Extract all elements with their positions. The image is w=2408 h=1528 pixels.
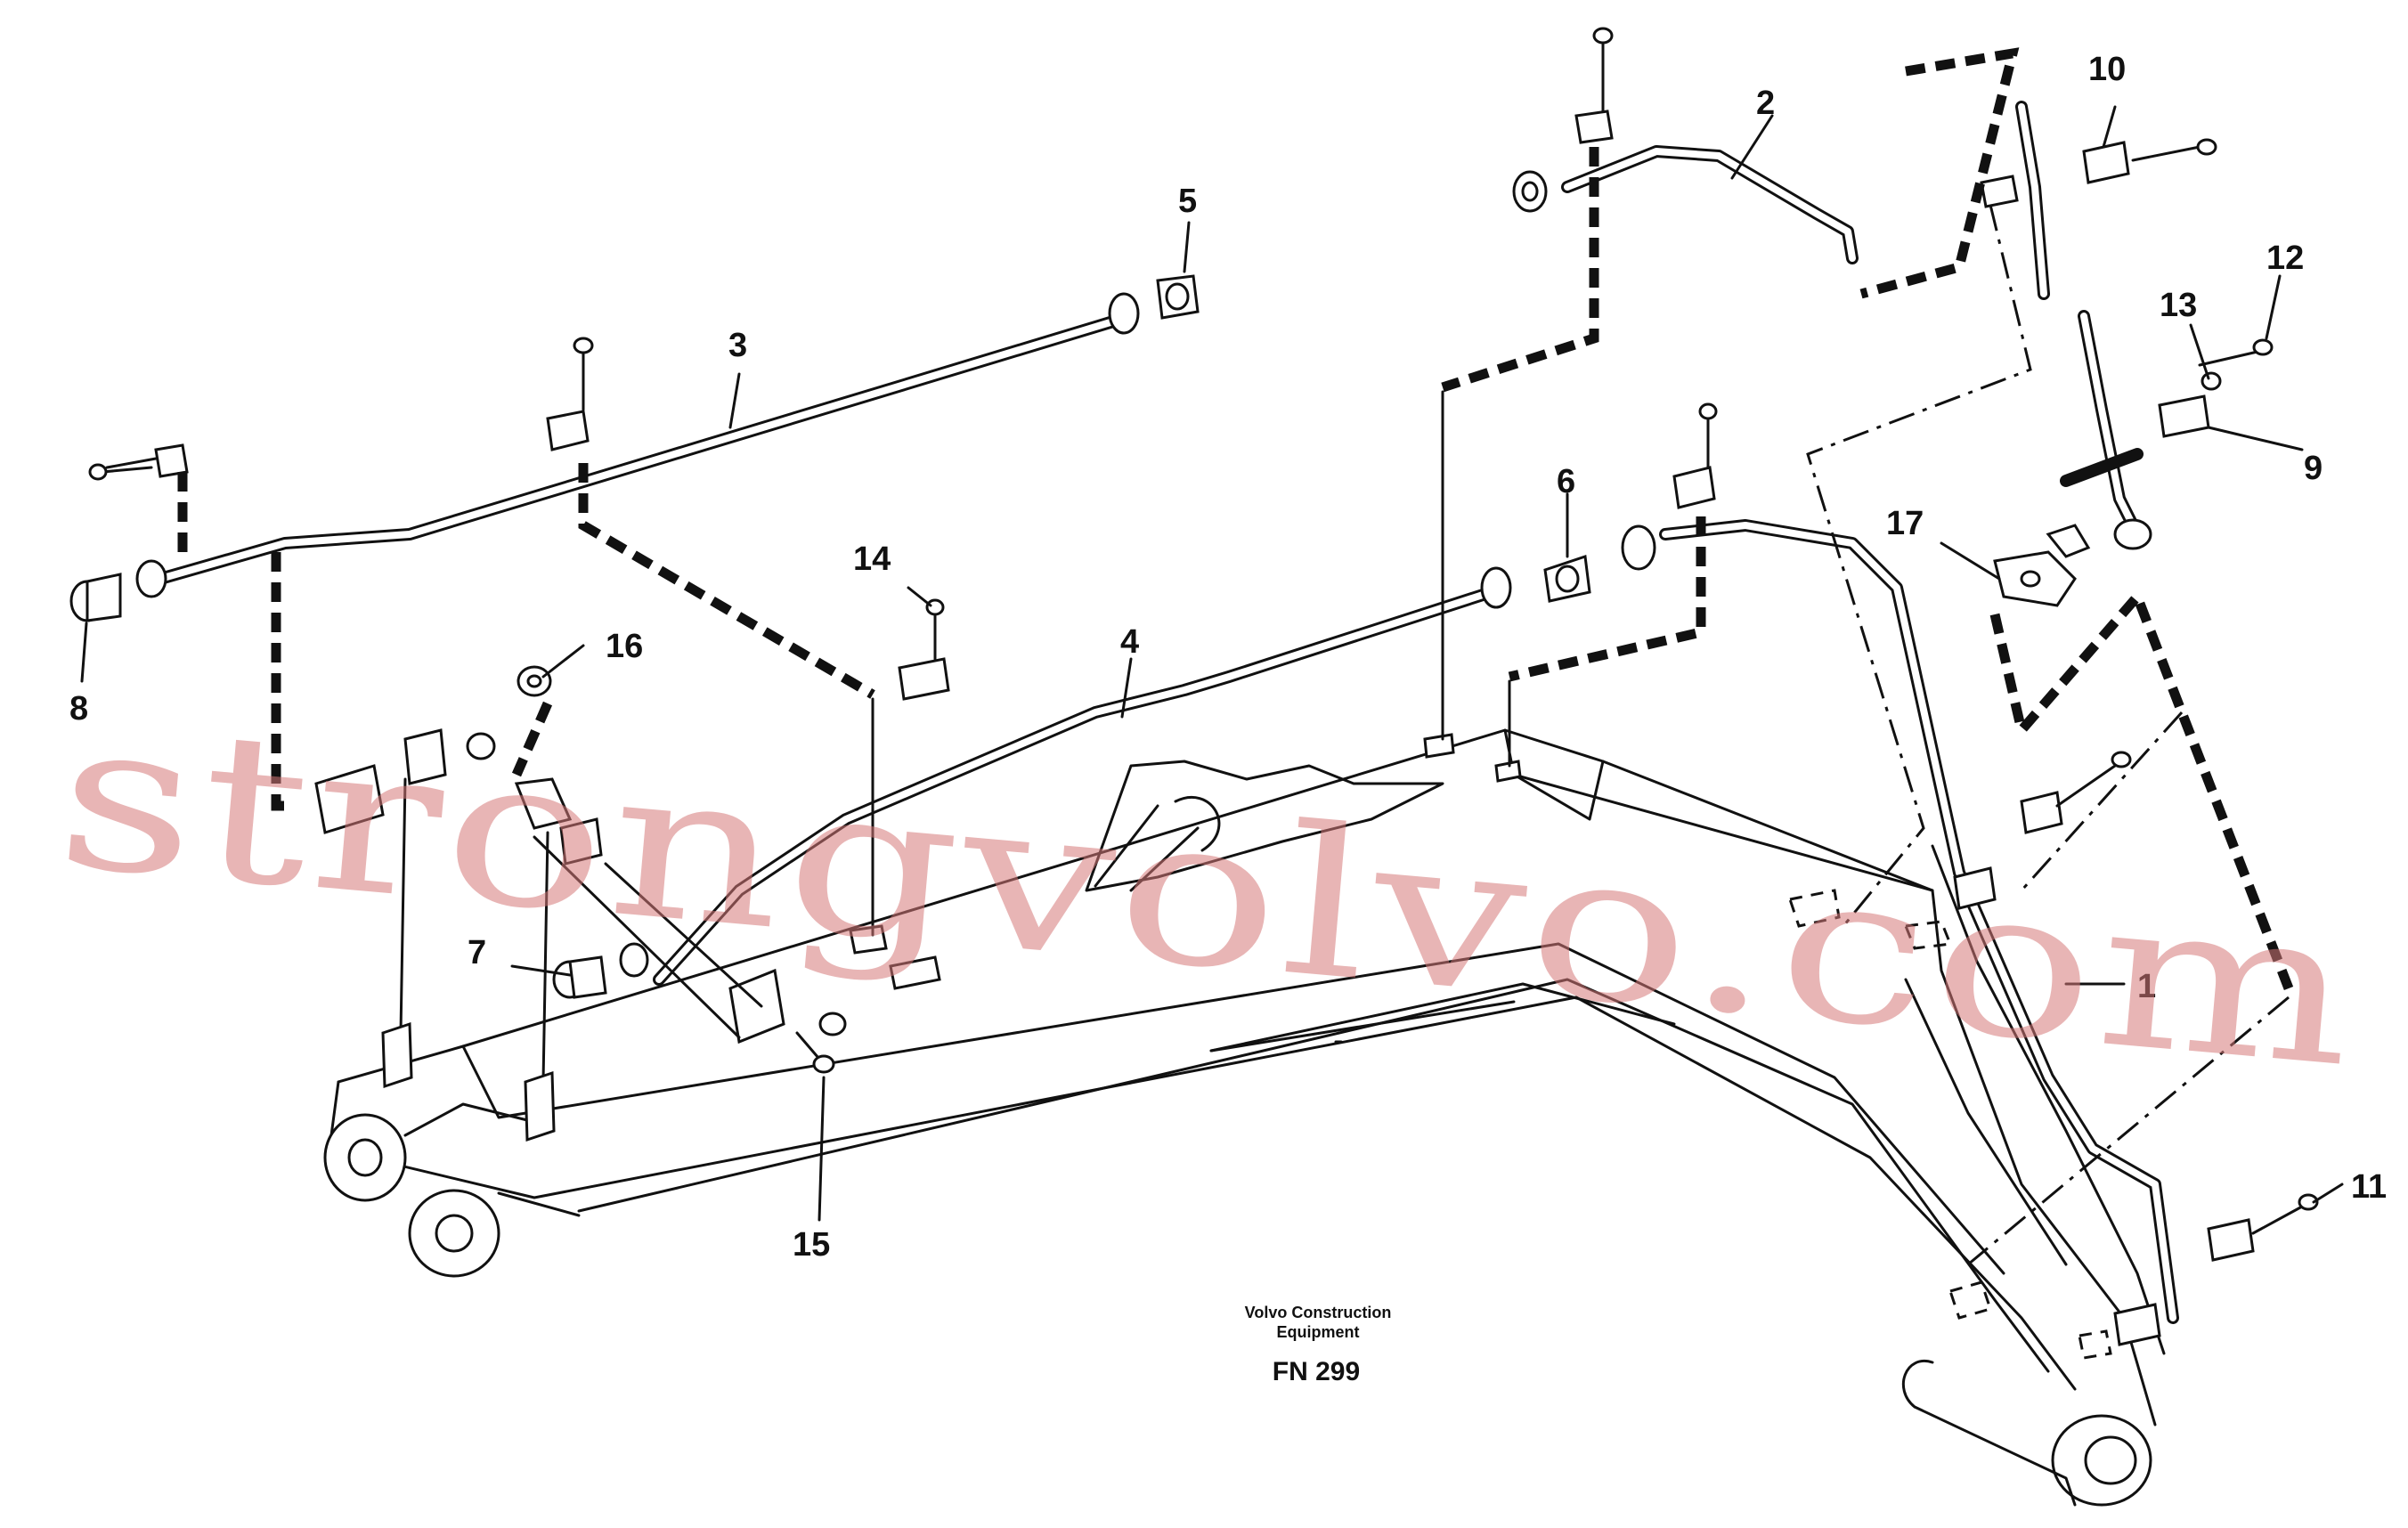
pipe-1 xyxy=(1659,519,2179,1324)
routing-lines xyxy=(177,47,2294,1266)
callout-7: 7 xyxy=(468,934,486,971)
fitting-near-2 xyxy=(1512,170,1548,213)
callout-4: 4 xyxy=(1120,623,1139,661)
callout-1: 1 xyxy=(2137,968,2156,1005)
callout-15: 15 xyxy=(793,1226,830,1264)
footer-code: FN 299 xyxy=(1273,1357,1360,1386)
cap-8 xyxy=(69,559,167,622)
boom-body xyxy=(323,728,2166,1507)
footer-line1: Volvo Construction xyxy=(1245,1304,1392,1321)
callout-14: 14 xyxy=(853,540,891,578)
footer: Volvo Construction Equipment FN 299 xyxy=(1245,1304,1392,1386)
nut-16 xyxy=(517,665,552,697)
pipe-4 xyxy=(653,581,1511,986)
leader-lines xyxy=(80,105,2344,1222)
callout-5: 5 xyxy=(1178,183,1197,220)
pipe-3 xyxy=(154,310,1137,585)
clamps xyxy=(88,27,2319,1346)
cap-7 xyxy=(552,942,649,999)
callout-16: 16 xyxy=(606,628,643,665)
callout-12: 12 xyxy=(2266,240,2304,277)
callout-2: 2 xyxy=(1756,85,1775,122)
callout-9: 9 xyxy=(2304,450,2323,487)
callout-11: 11 xyxy=(2351,1168,2387,1206)
callout-13: 13 xyxy=(2160,287,2197,324)
callout-labels: 1 2 3 4 5 6 7 8 9 10 11 12 13 14 15 16 1… xyxy=(69,51,2387,1264)
footer-line2: Equipment xyxy=(1277,1323,1360,1341)
fitting-6 xyxy=(1480,524,1656,609)
pipe-2 xyxy=(1561,145,1859,264)
fitting-5 xyxy=(1108,274,1200,335)
cap-upper-right xyxy=(2113,518,2152,550)
callout-10: 10 xyxy=(2088,51,2126,88)
callout-6: 6 xyxy=(1557,463,1575,500)
callout-8: 8 xyxy=(69,690,88,727)
pipe-upper-right xyxy=(2015,101,2144,532)
callout-3: 3 xyxy=(728,327,747,364)
flange-17 xyxy=(1993,524,2091,607)
callout-17: 17 xyxy=(1886,505,1924,542)
